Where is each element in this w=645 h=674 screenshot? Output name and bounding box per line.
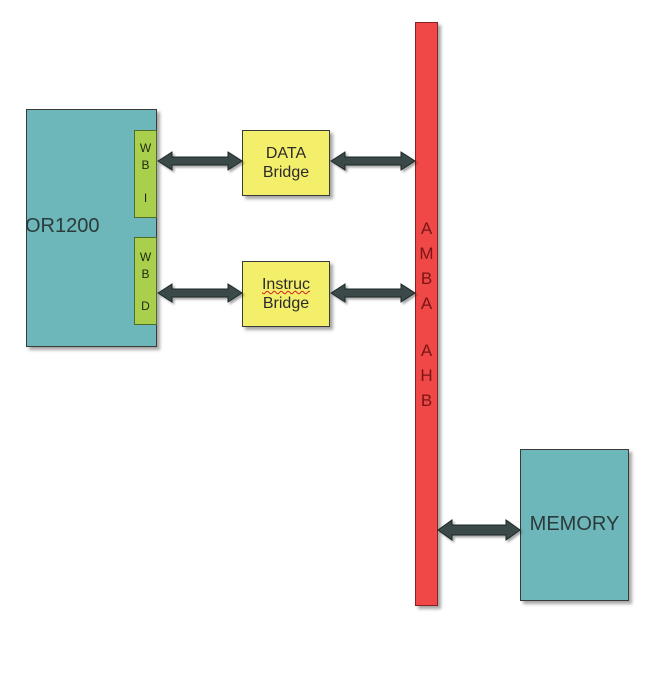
arrow-instr-bridge-to-bus — [330, 283, 416, 303]
bus-char-a3: A — [420, 341, 433, 360]
bus-char-a2: A — [420, 294, 433, 313]
wishbone-i-port: W B I — [134, 130, 157, 218]
instr-bridge-line2: Bridge — [262, 295, 310, 312]
wb-d-char-b: B — [141, 267, 150, 281]
bus-char-m: M — [419, 244, 434, 263]
or1200-label: OR1200 — [25, 215, 100, 237]
instr-bridge-line1: Instruc — [261, 276, 310, 293]
wb-d-char-d: D — [141, 299, 150, 313]
bus-char-a1: A — [420, 219, 433, 238]
instruction-bridge: Instruc Bridge — [242, 261, 330, 327]
data-bridge: DATA Bridge — [242, 130, 330, 196]
wb-i-char-i: I — [143, 191, 148, 205]
arrow-wbd-to-instr-bridge — [157, 283, 243, 303]
data-bridge-line2: Bridge — [262, 164, 310, 181]
wb-i-char-b: B — [141, 158, 150, 172]
wishbone-d-port: W B D — [134, 237, 157, 325]
bus-char-h: H — [420, 366, 433, 385]
arrow-bus-to-memory — [437, 519, 521, 541]
bus-char-b1: B — [420, 269, 433, 288]
data-bridge-line1: DATA — [265, 145, 307, 162]
memory-label: MEMORY — [529, 513, 620, 535]
memory-block: MEMORY — [520, 449, 629, 601]
amba-ahb-bus: A M B A A H B — [415, 22, 438, 606]
bus-char-b2: B — [420, 391, 433, 410]
wb-i-char-w: W — [139, 141, 152, 155]
arrow-data-bridge-to-bus — [330, 151, 416, 171]
arrow-wbi-to-data-bridge — [157, 151, 243, 171]
wb-d-char-w: W — [139, 250, 152, 264]
